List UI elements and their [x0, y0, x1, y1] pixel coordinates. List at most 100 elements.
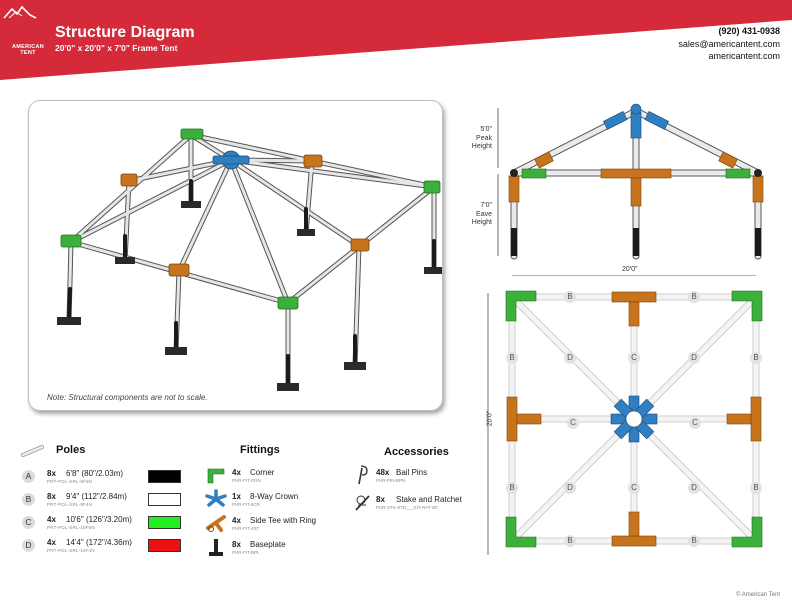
fitting-name: Side Tee with Ring — [250, 516, 317, 525]
plan-letter-badge: B — [750, 482, 762, 494]
plan-letter-badge: D — [564, 482, 576, 494]
pole-icon — [21, 445, 44, 457]
fitting-sku: PUR-FIT-BPL — [232, 550, 260, 555]
pole-length: 6'8" (80"/2.03m) — [66, 469, 124, 478]
contact-phone[interactable]: (920) 431-0938 — [718, 26, 780, 36]
elevation-view: 5'0" Peak Height 7'0" Eave Height 20'0" — [466, 96, 786, 276]
stake-ratchet-icon — [353, 491, 373, 513]
pole-letter-badge: C — [22, 516, 35, 529]
plan-letter-badge: B — [750, 352, 762, 364]
fitting-sku: PUR-FIT-8CR — [232, 502, 260, 507]
bail-pin-icon — [353, 464, 373, 486]
fittings-title: Fittings — [240, 444, 280, 456]
peak-height-label: 5'0" Peak Height — [466, 126, 492, 152]
plan-letter-badge: D — [564, 352, 576, 364]
accessory-sku: PUR-PIN-BPN — [376, 478, 406, 483]
fitting-quantity: 4x — [232, 516, 241, 525]
fitting-name: 8-Way Crown — [250, 492, 299, 501]
pole-quantity: 8x — [47, 469, 56, 478]
plan-letter-badge: B — [564, 535, 576, 547]
plan-letter-badge: C — [689, 417, 701, 429]
fitting-name: Baseplate — [250, 540, 286, 549]
logo-text: AMERICAN TENT — [8, 44, 48, 56]
contact-email[interactable]: sales@americantent.com — [678, 38, 780, 49]
plan-letter-badge: B — [564, 291, 576, 303]
pole-quantity: 8x — [47, 492, 56, 501]
plan-letter-badge: B — [506, 352, 518, 364]
fitting-quantity: 8x — [232, 540, 241, 549]
accessories-title: Accessories — [384, 446, 449, 458]
plan-letter-badge: C — [628, 352, 640, 364]
plan-letter-badge: C — [567, 417, 579, 429]
elevation-frame-drawing — [497, 103, 764, 276]
pole-color-swatch — [148, 516, 181, 529]
fitting-quantity: 1x — [232, 492, 241, 501]
pole-sku: PRT-POL-SRL-14F4N — [47, 548, 95, 553]
peak-height-word: Peak — [476, 134, 492, 142]
header-background — [0, 0, 792, 80]
accessory-name: Stake and Ratchet — [396, 495, 462, 504]
contact-info: (920) 431-0938 sales@americantent.com am… — [678, 25, 780, 63]
corner-fitting-icon — [205, 465, 227, 485]
crown-fitting-icon — [205, 489, 227, 509]
pole-quantity: 4x — [47, 515, 56, 524]
page-subtitle: 20'0" x 20'0" x 7'0" Frame Tent — [55, 43, 178, 53]
pole-color-swatch — [148, 539, 181, 552]
plan-letter-badge: B — [688, 291, 700, 303]
eave-height-word: Eave — [476, 210, 492, 218]
eave-height-caption: Height — [471, 219, 492, 226]
eave-height-label: 7'0" Eave Height — [466, 202, 492, 228]
plan-letter-badge: B — [688, 535, 700, 547]
plan-frame-drawing — [487, 290, 763, 555]
logo-text-line-2: TENT — [20, 50, 36, 56]
pole-row-d: D 4x 14'4" (172"/4.36m)PRT-POL-SRL-14F4N — [22, 538, 192, 554]
accessory-quantity: 8x — [376, 495, 385, 504]
pole-row-b: B 8x 9'4" (112"/2.84m)PRT-POL-SRL-9F4N — [22, 492, 192, 508]
fitting-sku: PUR-FIT-CRN — [232, 478, 261, 483]
side-tee-fitting-icon — [205, 513, 227, 533]
pole-length: 9'4" (112"/2.84m) — [66, 492, 127, 501]
american-tent-logo-icon — [3, 5, 37, 19]
pole-color-swatch — [148, 470, 181, 483]
pole-sku: PRT-POL-SRL-10F6N — [47, 525, 95, 530]
pole-letter-badge: D — [22, 539, 35, 552]
fitting-name: Corner — [250, 468, 275, 477]
pole-sku: PRT-POL-SRL-9F4N — [47, 502, 93, 507]
plan-letter-badge: C — [628, 482, 640, 494]
pole-letter-badge: B — [22, 493, 35, 506]
isometric-frame-drawing — [57, 128, 442, 391]
poles-title: Poles — [56, 444, 86, 456]
plan-letter-badge: D — [688, 352, 700, 364]
pole-length: 14'4" (172"/4.36m) — [66, 538, 132, 547]
accessory-sku: PUR-STK-STD___KIT-RAT-2R — [376, 505, 438, 510]
pole-row-c: C 4x 10'6" (126"/3.20m)PRT-POL-SRL-10F6N — [22, 515, 192, 531]
pole-length: 10'6" (126"/3.20m) — [66, 515, 132, 524]
header-band: AMERICAN TENT Structure Diagram 20'0" x … — [0, 0, 792, 82]
peak-height-caption: Height — [471, 143, 492, 150]
plan-letter-badge: B — [506, 482, 518, 494]
peak-height-value: 5'0" — [480, 126, 492, 133]
accessory-quantity: 48x — [376, 468, 390, 477]
page-title: Structure Diagram — [55, 24, 195, 41]
width-label: 20'0" — [622, 266, 638, 273]
pole-quantity: 4x — [47, 538, 56, 547]
pole-sku: PRT-POL-SRL-6F8N — [47, 479, 93, 484]
baseplate-icon — [205, 537, 227, 557]
accessory-name: Bail Pins — [396, 468, 428, 477]
pole-color-swatch — [148, 493, 181, 506]
eave-height-value: 7'0" — [480, 202, 492, 209]
copyright: © American Tent — [736, 592, 780, 598]
scale-note: Note: Structural components are not to s… — [47, 393, 208, 402]
plan-dimension-label: 20'0" — [486, 410, 494, 427]
fitting-sku: PUR-FIT-4ST — [232, 526, 260, 531]
fitting-quantity: 4x — [232, 468, 241, 477]
contact-website[interactable]: americantent.com — [708, 51, 780, 61]
isometric-view-panel: Note: Structural components are not to s… — [28, 100, 443, 411]
